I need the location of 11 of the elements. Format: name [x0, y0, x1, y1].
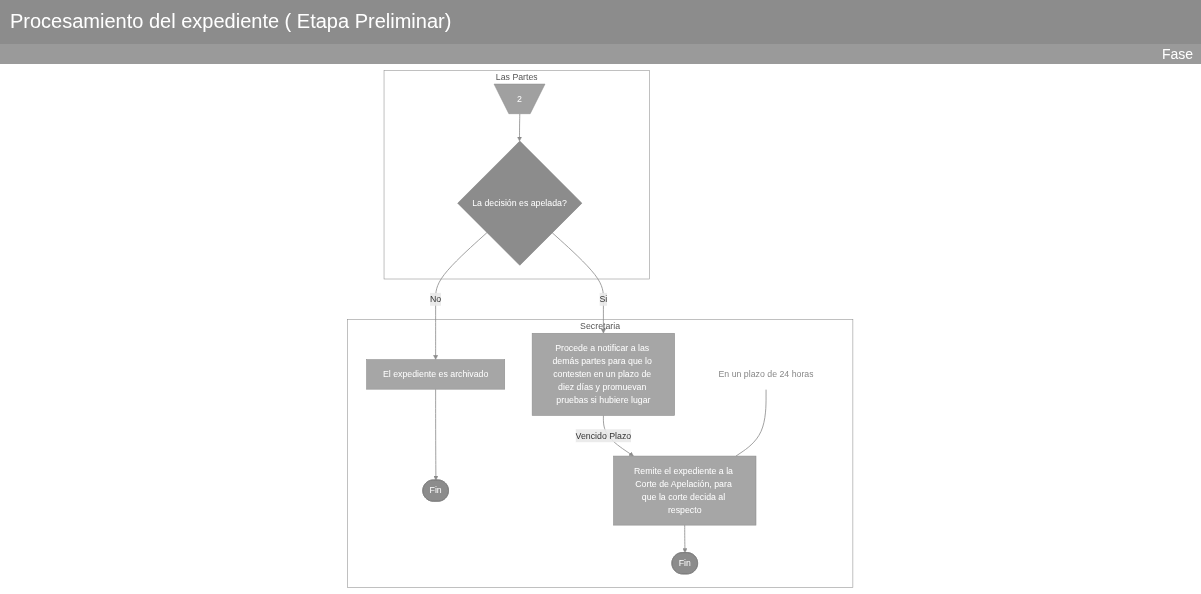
- diagram-title: Procesamiento del expediente ( Etapa Preliminar): [0, 0, 1201, 44]
- edge-label: Si: [599, 294, 608, 304]
- node-box: Remite el expediente a la Corte de Apelación, para que la corte decida al respecto: [613, 455, 757, 526]
- edge-label: Vencido Plazo: [576, 430, 632, 441]
- connector: [735, 388, 767, 457]
- phase-header: Fase: [1161, 46, 1193, 62]
- node-diamond: La decisión es apelada?: [457, 140, 583, 266]
- node-box: El expediente es archivado: [366, 359, 506, 390]
- node-box: Procede a notificar a las demás partes para que lo contesten en un plazo de diez días y promuevan pruebas si hubiere lugar: [532, 333, 676, 416]
- node-text: En un plazo de 24 horas: [718, 369, 814, 379]
- edge-label: No: [430, 294, 442, 304]
